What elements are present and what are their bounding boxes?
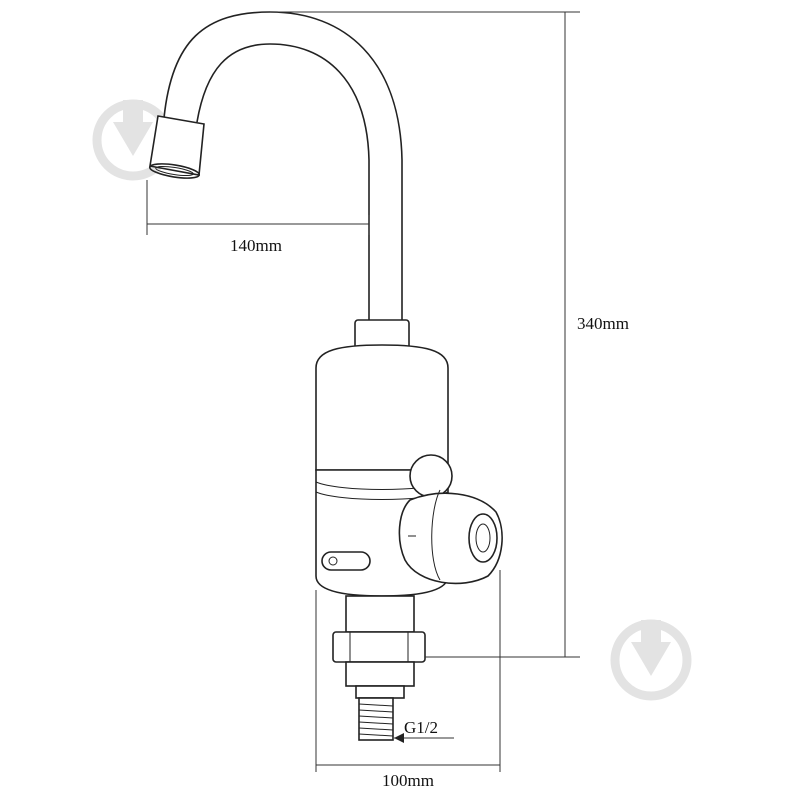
dimension-spout-reach: 140mm <box>146 180 370 255</box>
dimension-label-total-height: 340mm <box>577 314 629 333</box>
dimension-label-base-width: 100mm <box>382 771 434 790</box>
mounting-connector <box>332 595 426 699</box>
lever-handle <box>398 454 503 585</box>
indicator-light <box>321 551 371 571</box>
dimension-base-width: 100mm <box>315 570 501 790</box>
watermark-logo-icon <box>610 619 692 701</box>
dimension-total-height: 340mm <box>270 11 629 658</box>
threaded-inlet <box>358 697 394 741</box>
thread-callout: G1/2 <box>394 718 454 743</box>
dimension-label-spout-reach: 140mm <box>230 236 282 255</box>
spout-nozzle <box>148 115 205 179</box>
thread-size-label: G1/2 <box>404 718 438 737</box>
